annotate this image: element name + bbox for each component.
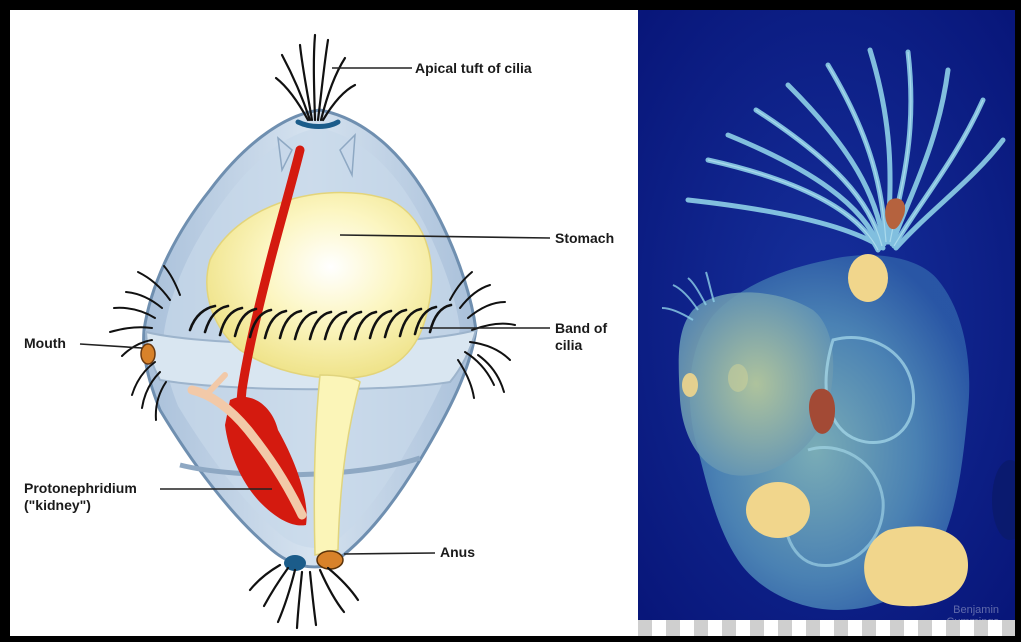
anus-opening <box>317 551 343 569</box>
label-anus: Anus <box>440 544 475 561</box>
trochophore-diagram <box>10 10 638 636</box>
label-band-of-cilia: Band of cilia <box>555 320 607 354</box>
photo-blob-lower-right <box>864 526 968 606</box>
label-protonephridium: Protonephridium ("kidney") <box>24 480 137 514</box>
figure-frame: Apical tuft of cilia Stomach Band of cil… <box>10 10 1015 636</box>
apical-tuft-cilia <box>276 35 355 120</box>
photo-blob-upper <box>848 254 888 302</box>
leader-mouth <box>80 344 142 348</box>
photo-blob-lower-left <box>746 482 810 538</box>
label-stomach: Stomach <box>555 230 614 247</box>
label-apical-tuft: Apical tuft of cilia <box>415 60 532 77</box>
leader-anus <box>344 553 435 554</box>
mouth-opening <box>141 344 155 364</box>
label-mouth: Mouth <box>24 335 66 352</box>
transparency-checker-strip <box>638 620 1015 636</box>
larva-photograph <box>638 10 1015 620</box>
